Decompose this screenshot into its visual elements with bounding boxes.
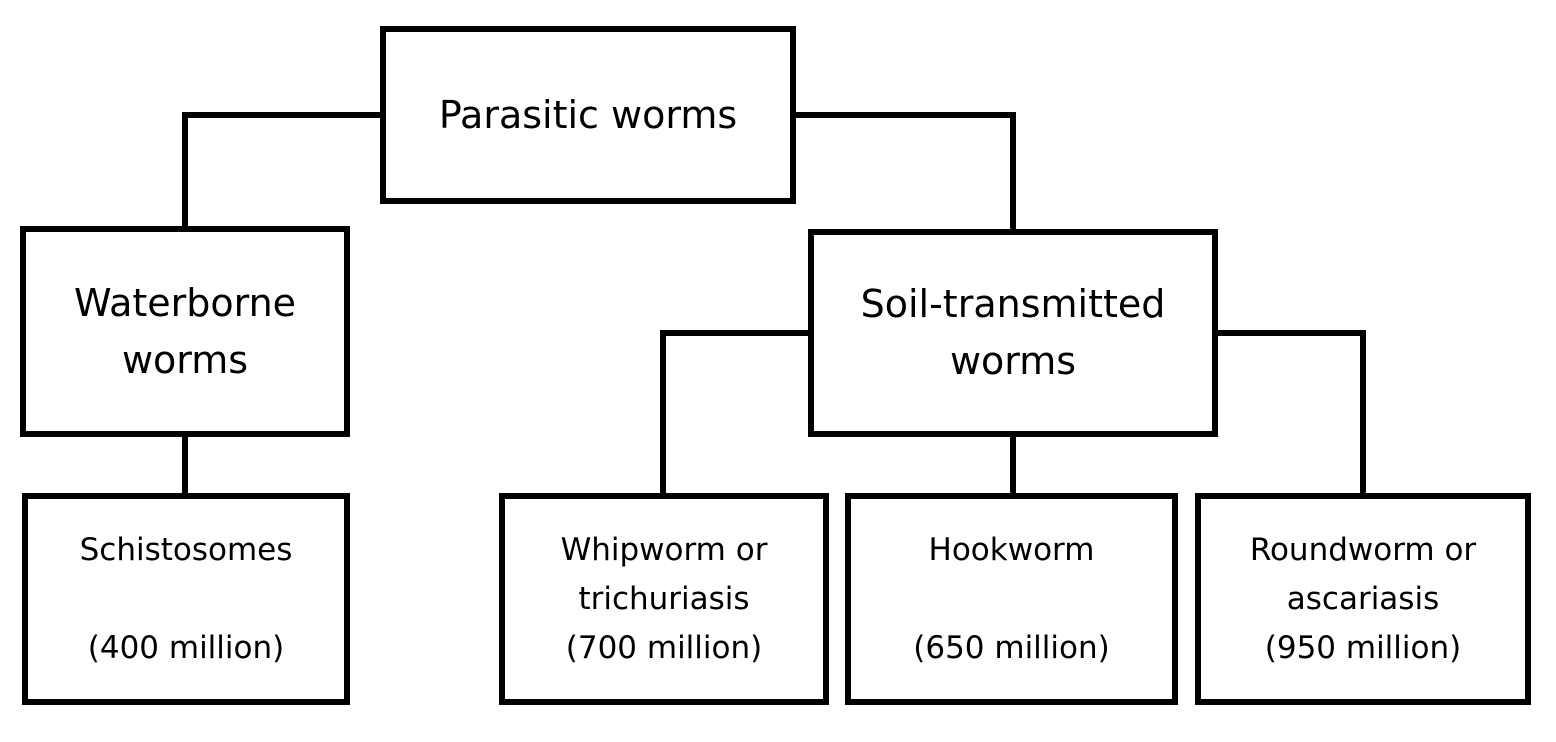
node-name-line-1: Roundworm or bbox=[1249, 531, 1477, 568]
node-label-line-2: worms bbox=[949, 339, 1077, 383]
node-soil-transmitted-worms: Soil-transmitted worms bbox=[808, 229, 1218, 437]
node-label: Parasitic worms bbox=[438, 92, 738, 137]
node-waterborne-worms: Waterborne worms bbox=[20, 226, 350, 437]
node-hookworm: Hookworm (650 million) bbox=[845, 493, 1178, 705]
node-name-line-2: ascariasis bbox=[1286, 580, 1440, 617]
node-label-line-1: Soil-transmitted bbox=[860, 282, 1166, 326]
node-count: (650 million) bbox=[913, 629, 1110, 666]
node-schistosomes: Schistosomes (400 million) bbox=[22, 493, 350, 705]
node-whipworm: Whipworm or trichuriasis (700 million) bbox=[499, 493, 829, 705]
node-count: (700 million) bbox=[565, 629, 763, 666]
node-roundworm: Roundworm or ascariasis (950 million) bbox=[1195, 493, 1531, 705]
edge-root-waterborne bbox=[182, 112, 383, 229]
node-name-line-1: Whipworm or bbox=[560, 531, 768, 568]
node-count: (400 million) bbox=[87, 629, 285, 666]
edge-soil-whipworm bbox=[660, 330, 811, 496]
node-label-line-2: worms bbox=[121, 337, 249, 382]
node-name-line-2: trichuriasis bbox=[578, 580, 750, 617]
edge-soil-roundworm bbox=[1215, 330, 1366, 496]
node-name: Schistosomes bbox=[79, 531, 293, 568]
edge-root-soil bbox=[793, 112, 1016, 232]
node-count: (950 million) bbox=[1264, 629, 1462, 666]
node-parasitic-worms: Parasitic worms bbox=[380, 26, 796, 204]
node-label-line-1: Waterborne bbox=[73, 280, 297, 325]
node-name: Hookworm bbox=[928, 531, 1095, 568]
